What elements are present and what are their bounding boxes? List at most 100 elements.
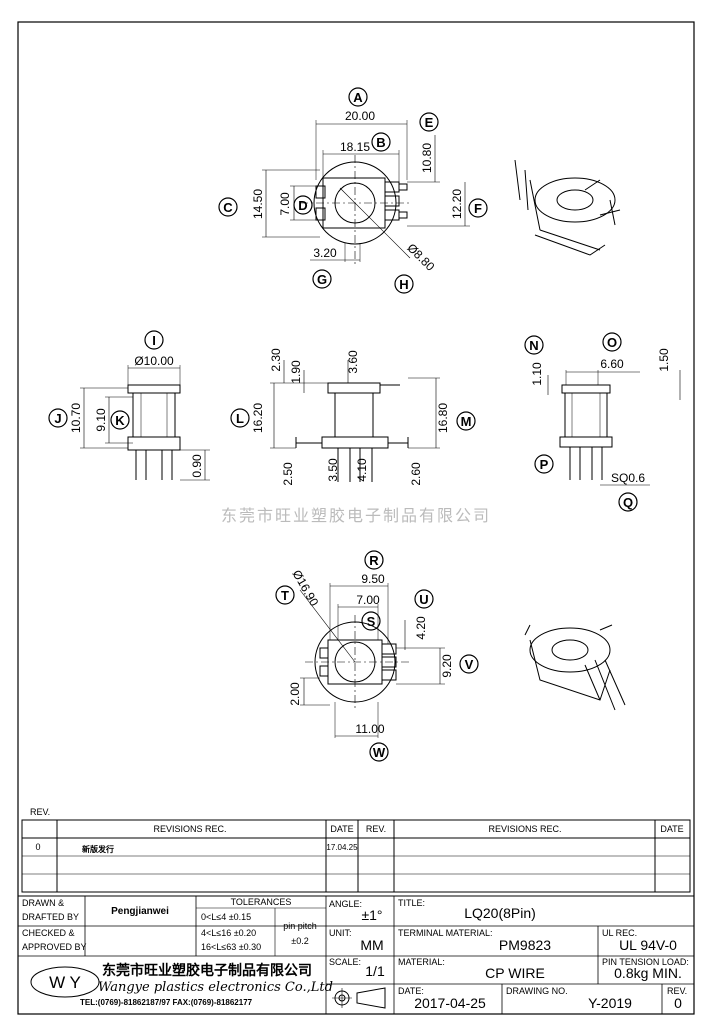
watermark: 东莞市旺业塑胶电子制品有限公司	[221, 506, 491, 525]
drafter-name: Pengjianwei	[111, 906, 169, 917]
balloons	[48, 87, 638, 762]
dim-L: 16.20	[251, 403, 265, 433]
balloon-L	[230, 408, 250, 428]
dim-pin-length: 0.90	[190, 454, 204, 478]
rev-label: REV.	[30, 807, 50, 817]
balloon-S	[361, 611, 381, 631]
rev-block-value: 0	[674, 995, 682, 1011]
dim-T: Ø16.90	[290, 567, 322, 608]
balloon-B	[371, 132, 391, 152]
balloon-N	[524, 335, 544, 355]
rev-header-date-right: DATE	[660, 824, 683, 834]
rev-header-revisions-left: REVISIONS REC.	[153, 824, 226, 834]
dim-right-top: 1.50	[657, 348, 671, 372]
balloon-G	[312, 269, 332, 289]
dim-E: 10.80	[420, 143, 434, 173]
balloon-I	[144, 330, 164, 350]
balloon-letter-G: G	[317, 272, 327, 287]
balloon-Q	[618, 492, 638, 512]
balloon-E	[419, 112, 439, 132]
dim-G: 3.20	[313, 246, 337, 260]
title-block	[17, 895, 695, 1015]
scale-value: 1/1	[365, 963, 385, 979]
pin-tension-label: PIN TENSION LOAD:	[602, 957, 689, 967]
dim-bottom-left: 2.00	[288, 682, 302, 706]
balloon-letter-A: A	[353, 90, 363, 105]
dim-K: 9.10	[94, 408, 108, 432]
pin-pitch-label: pin pitch	[283, 921, 317, 931]
drafted-by-label: DRAFTED BY	[22, 912, 79, 922]
drawn-by-label: DRAWN &	[22, 898, 64, 908]
pin-pitch-value: ±0.2	[291, 936, 308, 946]
terminal-material-value: PM9823	[499, 937, 551, 953]
balloon-letter-N: N	[529, 338, 538, 353]
dimension-labels: 20.00 18.15 14.50 7.00 10.80 12.20 3.20 …	[69, 109, 671, 736]
balloon-letter-E: E	[425, 115, 434, 130]
balloon-letter-K: K	[115, 413, 125, 428]
balloon-letters: A B C D E F G H I J K L M N O P Q R S T …	[54, 90, 633, 760]
drawing-no-value: Y-2019	[588, 995, 632, 1011]
dim-side-b2: 3.50	[326, 458, 340, 482]
unit-label: UNIT:	[329, 928, 352, 938]
balloon-V	[459, 654, 479, 674]
balloon-letter-V: V	[465, 657, 474, 672]
balloon-J	[48, 408, 68, 428]
dim-B: 18.15	[340, 140, 370, 154]
tolerance-1: 0<L≤4 ±0.15	[201, 912, 251, 922]
tolerances-label: TOLERANCES	[231, 897, 292, 907]
balloon-letter-Q: Q	[623, 495, 633, 510]
balloon-letter-D: D	[298, 198, 307, 213]
dim-side-top-b: 1.90	[289, 360, 303, 384]
balloon-letter-O: O	[607, 335, 617, 350]
tolerance-2: 4<L≤16 ±0.20	[201, 928, 256, 938]
balloon-H	[394, 274, 414, 294]
checked-label: CHECKED &	[22, 928, 75, 938]
balloon-letter-P: P	[540, 457, 549, 472]
dim-C: 14.50	[251, 189, 265, 219]
company-name-en: Wangye plastics electronics Co.,Ltd	[98, 980, 333, 995]
balloon-letter-J: J	[54, 411, 61, 426]
bottom-view	[299, 583, 445, 738]
dim-side-b3: 4.10	[355, 458, 369, 482]
dim-U: 4.20	[414, 616, 428, 640]
isometric-view-top	[514, 159, 621, 256]
balloon-letter-T: T	[281, 588, 289, 603]
rev-block-label: REV.	[667, 986, 687, 996]
top-view	[262, 120, 470, 265]
front-view	[80, 365, 210, 481]
balloon-M	[456, 411, 476, 431]
rev-row-rev: 0	[35, 842, 40, 852]
date-label: DATE:	[398, 986, 424, 996]
balloon-U	[414, 589, 434, 609]
balloon-letter-H: H	[399, 277, 408, 292]
dim-J: 10.70	[69, 403, 83, 433]
balloon-O	[602, 332, 622, 352]
side-view	[270, 360, 440, 482]
dim-side-top-c: 3.60	[346, 350, 360, 374]
rev-header-date-left: DATE	[330, 824, 353, 834]
balloon-P	[534, 454, 554, 474]
rev-row-date: 17.04.25	[326, 843, 358, 852]
angle-label: ANGLE:	[329, 899, 362, 909]
date-value: 2017-04-25	[414, 995, 486, 1011]
scale-label: SCALE:	[329, 957, 361, 967]
balloon-letter-S: S	[367, 614, 376, 629]
balloon-letter-L: L	[236, 411, 244, 426]
unit-value: MM	[360, 937, 383, 953]
rev-header-rev: REV.	[366, 824, 386, 834]
approved-label: APPROVED BY	[22, 942, 87, 952]
balloon-letter-B: B	[376, 135, 385, 150]
right-view	[547, 370, 681, 486]
dim-V: 9.20	[440, 654, 454, 678]
dim-W: 11.00	[355, 722, 384, 736]
material-value: CP WIRE	[485, 965, 545, 981]
balloon-K	[110, 410, 130, 430]
dim-N: 1.10	[530, 362, 544, 386]
balloon-letter-I: I	[152, 333, 156, 348]
balloon-R	[364, 550, 384, 570]
dim-S: 7.00	[356, 593, 380, 607]
isometric-view-bottom	[524, 624, 626, 711]
title-value: LQ20(8Pin)	[464, 905, 536, 921]
company-logo	[30, 966, 100, 998]
